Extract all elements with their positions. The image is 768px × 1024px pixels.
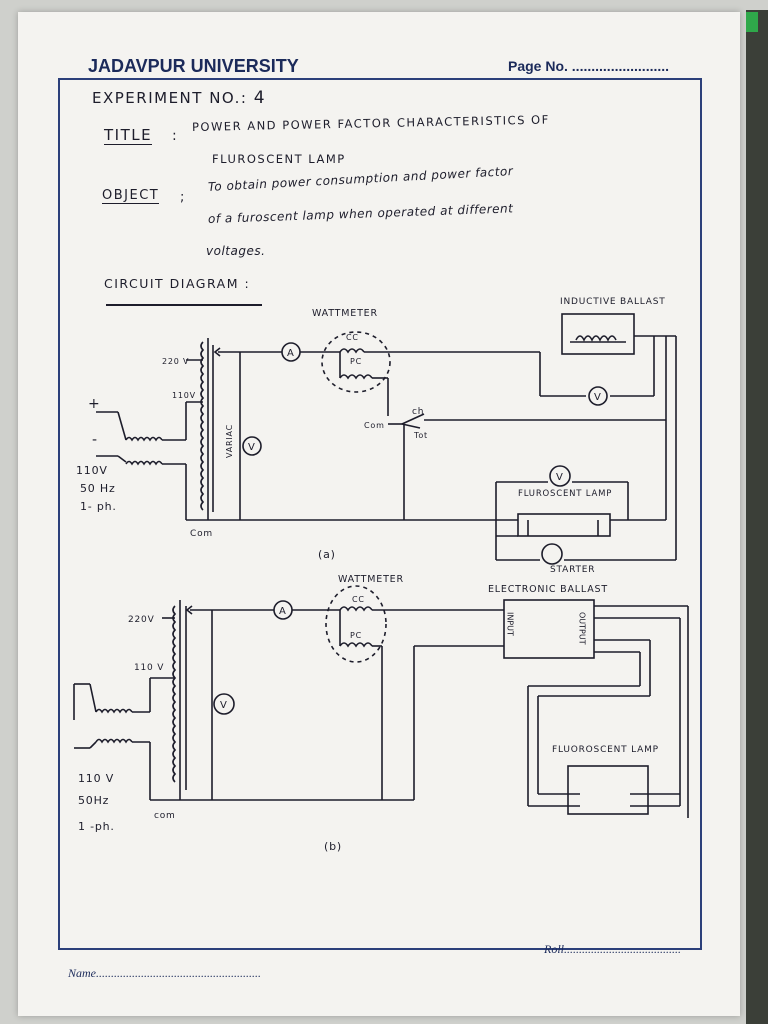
cc-b-label: CC bbox=[352, 595, 365, 604]
ammeter-a-label: A bbox=[287, 348, 294, 359]
wattmeter-a-label: WATTMETER bbox=[312, 308, 378, 319]
paper-sheet bbox=[18, 12, 740, 1016]
supply-b-line2: 50Hz bbox=[78, 794, 109, 807]
minus-sign-a: - bbox=[92, 432, 98, 448]
page-frame bbox=[58, 78, 702, 950]
supply-a-line2: 50 Hz bbox=[80, 482, 116, 495]
input-label: INPUT bbox=[506, 612, 515, 636]
caption-a: (a) bbox=[318, 548, 336, 561]
voltmeter-a-label: V bbox=[248, 442, 255, 453]
title-label: TITLE bbox=[104, 126, 153, 145]
ch-label: ch bbox=[412, 407, 424, 417]
tot-label: Tot bbox=[413, 431, 428, 440]
v110-b-label: 110 V bbox=[134, 663, 164, 673]
experiment-label-text: EXPERIMENT NO.: bbox=[92, 89, 248, 107]
object-colon: ; bbox=[180, 190, 186, 205]
output-label: OUTPUT bbox=[578, 612, 587, 645]
university-name: JADAVPUR UNIVERSITY bbox=[88, 56, 299, 76]
object-label: OBJECT bbox=[102, 188, 160, 204]
voltmeter-lamp-a bbox=[549, 465, 571, 487]
ammeter-b bbox=[273, 600, 293, 620]
starter-symbol bbox=[541, 543, 563, 565]
pc-a-label: PC bbox=[350, 357, 362, 366]
com-a-label: Com bbox=[190, 529, 213, 539]
name-field: Name....................................… bbox=[68, 966, 261, 980]
variac-coil-b bbox=[172, 600, 187, 800]
electronic-ballast-label: ELECTRONIC BALLAST bbox=[488, 584, 608, 595]
voltmeter-ballast-a-label: V bbox=[594, 392, 601, 403]
green-tab bbox=[746, 12, 758, 32]
fluoroscent-lamp-b-label: FLUOROSCENT LAMP bbox=[552, 745, 659, 755]
circuit-heading: CIRCUIT DIAGRAM : bbox=[104, 276, 251, 291]
experiment-number: 4 bbox=[253, 88, 267, 108]
com-switch-label: Com bbox=[364, 421, 385, 430]
v220-b-label: 220V bbox=[128, 615, 155, 625]
ammeter-a bbox=[281, 342, 301, 362]
object-line-3: voltages. bbox=[206, 244, 266, 258]
wattmeter-b-label: WATTMETER bbox=[338, 574, 404, 585]
roll-field: Roll....................................… bbox=[544, 942, 681, 956]
supply-a-line3: 1- ph. bbox=[80, 500, 117, 513]
voltmeter-b-label: V bbox=[220, 700, 227, 711]
voltmeter-lamp-a-label: V bbox=[556, 472, 563, 483]
pc-b-label: PC bbox=[350, 631, 362, 640]
voltmeter-b bbox=[213, 693, 235, 715]
variac-label: VARIAC bbox=[225, 424, 234, 458]
ammeter-b-label: A bbox=[279, 606, 286, 617]
supply-b-line3: 1 -ph. bbox=[78, 820, 115, 833]
background-edge bbox=[746, 10, 768, 1024]
supply-b-line1: 110 V bbox=[78, 772, 114, 785]
supply-a-line1: 110V bbox=[76, 464, 108, 477]
v220-a-label: 220 V bbox=[162, 357, 189, 366]
plus-sign-a: + bbox=[88, 396, 101, 412]
title-line-2: FLUROSCENT LAMP bbox=[212, 152, 346, 166]
com-b-label: com bbox=[154, 811, 176, 821]
starter-label: STARTER bbox=[550, 565, 595, 575]
fluroscent-lamp-a-label: FLUROSCENT LAMP bbox=[518, 489, 612, 499]
ballast-io-labels: INPUT OUTPUT bbox=[506, 612, 587, 645]
circuit-heading-underline bbox=[106, 304, 262, 306]
title-colon: : bbox=[172, 128, 179, 144]
caption-b: (b) bbox=[324, 840, 342, 853]
experiment-label: EXPERIMENT NO.: 4 bbox=[92, 88, 266, 108]
voltmeter-ballast-a bbox=[588, 386, 608, 406]
variac-coil-a bbox=[200, 338, 214, 520]
voltmeter-a bbox=[242, 436, 262, 456]
inductive-ballast-label: INDUCTIVE BALLAST bbox=[560, 297, 666, 307]
v110-a-label: 110V bbox=[172, 391, 196, 400]
cc-a-label: CC bbox=[346, 333, 359, 342]
page-number-label: Page No. ......................... bbox=[508, 58, 670, 74]
